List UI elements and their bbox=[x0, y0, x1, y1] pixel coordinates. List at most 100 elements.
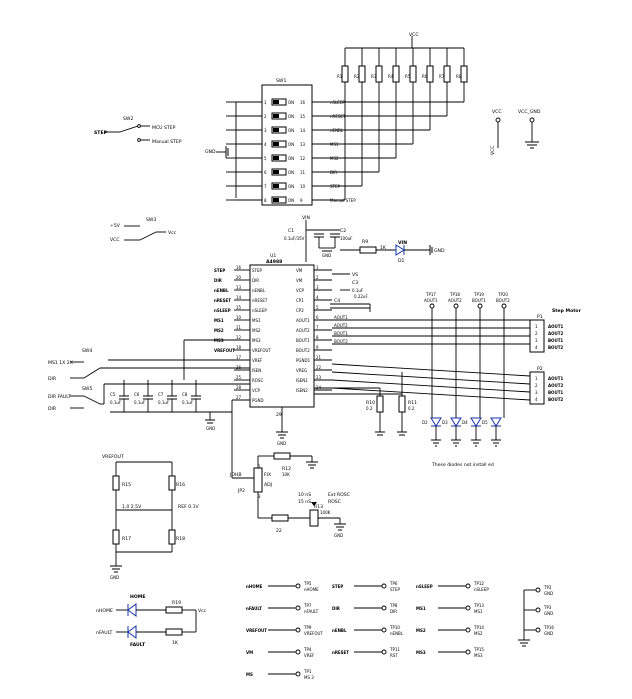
u1-bottom-pin: 29 bbox=[276, 412, 282, 418]
sw1-right-num: 14 bbox=[300, 128, 306, 133]
r11-ref: R11 bbox=[408, 400, 417, 406]
sw1-toggle-knob bbox=[273, 170, 279, 174]
nfault-net: nFAULT bbox=[96, 630, 113, 636]
wire bbox=[331, 363, 531, 377]
sw1-on-label: ON bbox=[288, 100, 294, 105]
u1-left-net: nSLEEP bbox=[214, 308, 231, 313]
flyback-diode bbox=[450, 417, 462, 427]
testpoint[interactable] bbox=[381, 649, 387, 655]
u1-left-pin-num: 27 bbox=[236, 395, 242, 400]
p2-ref: P2 bbox=[537, 366, 543, 372]
u1-right-pin-name: AOUT2 bbox=[296, 328, 310, 333]
testpoint[interactable] bbox=[465, 627, 471, 633]
u1-left-pin-num: 12 bbox=[236, 335, 242, 340]
vcc-gnd-testpoint[interactable] bbox=[529, 117, 535, 123]
pullup-ref: R6 bbox=[422, 74, 428, 79]
rosc-jumper: JOHB JP2 FIX ADJ 1 3 R12 10K 10 nS 15 nS… bbox=[229, 399, 350, 538]
testpoint[interactable] bbox=[535, 587, 541, 593]
vcc-vert-label: VCC bbox=[490, 145, 496, 155]
r10-val: 0.2 bbox=[366, 406, 373, 411]
diode-ref: D3 bbox=[442, 420, 448, 425]
sw1-right-num: 16 bbox=[300, 100, 306, 105]
divider-label-a: 1.0 2.5V bbox=[122, 504, 142, 510]
u1-left-pin-num: 10 bbox=[236, 315, 242, 320]
u1-right-pin-name: CP1 bbox=[296, 298, 304, 303]
header-pin-num: 4 bbox=[535, 397, 538, 402]
vcc-label-top: VCC bbox=[409, 32, 419, 38]
testpoint[interactable] bbox=[465, 583, 471, 589]
testpoint[interactable] bbox=[381, 605, 387, 611]
tp-ref: TP11 bbox=[389, 647, 400, 652]
sw1-left-num: 1 bbox=[264, 100, 267, 105]
rosc-gnd: GND bbox=[334, 533, 343, 538]
u1-left-pin-num: 28 bbox=[236, 385, 242, 390]
testpoint[interactable] bbox=[429, 303, 435, 309]
u1-left-pin-name: VCP bbox=[252, 388, 261, 393]
u1-left-pin-name: VREFOUT bbox=[252, 348, 271, 353]
u1-right-pin-num: 22 bbox=[316, 365, 322, 370]
sw1-left-num: 3 bbox=[264, 128, 267, 133]
d1-ref: D1 bbox=[398, 258, 405, 264]
vrefout-label: VREFOUT bbox=[102, 454, 124, 460]
tp-net: MS3 bbox=[416, 650, 426, 655]
cap-ref: C6 bbox=[134, 392, 140, 397]
tp-ref: TP3 bbox=[543, 605, 552, 610]
tp-label: nHOME bbox=[304, 587, 319, 592]
sw1-on-label: ON bbox=[288, 198, 294, 203]
caps-gnd: GND bbox=[322, 253, 331, 258]
vcc-testpoint[interactable] bbox=[495, 117, 501, 123]
testpoint[interactable] bbox=[535, 607, 541, 613]
pullup-resistor bbox=[443, 65, 451, 83]
sw4-ref: SW4 bbox=[82, 348, 92, 354]
tp-net: MS2 bbox=[416, 628, 426, 633]
testpoint[interactable] bbox=[535, 627, 541, 633]
testpoint[interactable] bbox=[381, 583, 387, 589]
status-leds: HOME nHOME R19 Vcc nFAULT FAULT 1K bbox=[96, 594, 207, 648]
u1-right-pin-num: 8 bbox=[316, 335, 319, 340]
tp-ref: TP2 bbox=[543, 585, 552, 590]
sw1-right-num: 11 bbox=[300, 170, 306, 175]
tp-top-ref: TP18 bbox=[449, 292, 460, 297]
vin-led-gnd: GND bbox=[434, 248, 445, 254]
vcc-gnd-label: VCC_GND bbox=[518, 109, 541, 115]
r12-ref: R12 bbox=[282, 466, 291, 472]
pullup-ref: R1 bbox=[337, 74, 343, 79]
testpoint[interactable] bbox=[477, 303, 483, 309]
testpoint[interactable] bbox=[453, 303, 459, 309]
nhome-net: nHOME bbox=[96, 608, 113, 614]
u1-right-pin-name: VCP bbox=[296, 288, 305, 293]
sw1-left-num: 8 bbox=[264, 198, 267, 203]
sw1-signal-label: STEP bbox=[330, 184, 341, 189]
u1-left-net: MS3 bbox=[214, 338, 224, 343]
r15-ref: R15 bbox=[122, 482, 131, 488]
u1-right-pin-name: AOUT1 bbox=[296, 318, 310, 323]
testpoint[interactable] bbox=[465, 649, 471, 655]
testpoint[interactable] bbox=[501, 303, 507, 309]
testpoint[interactable] bbox=[295, 605, 301, 611]
testpoint[interactable] bbox=[295, 671, 301, 677]
u1-right-pin-name: BOUT1 bbox=[296, 338, 310, 343]
home-led-label: HOME bbox=[130, 594, 145, 600]
vcc-select-switch: SW3 +5V VCC Vcc bbox=[110, 217, 177, 243]
testpoint[interactable] bbox=[295, 627, 301, 633]
u1-left-pin-name: ROSC bbox=[252, 378, 263, 383]
sw1-toggle-knob bbox=[273, 184, 279, 188]
r9-ref: R9 bbox=[362, 239, 368, 245]
testpoint[interactable] bbox=[295, 649, 301, 655]
u1-right-pin-num: 5 bbox=[316, 305, 319, 310]
tp-top-net: AOUT1 bbox=[424, 298, 438, 303]
u1-right-pin-num: 2 bbox=[316, 275, 319, 280]
u1-right-pin-num: 3 bbox=[316, 285, 319, 290]
testpoint[interactable] bbox=[295, 583, 301, 589]
sw4-label-b: DIR bbox=[48, 376, 57, 382]
u1-right-pin-name: VM bbox=[296, 278, 303, 283]
u1-ref: U1 bbox=[270, 253, 276, 259]
testpoint[interactable] bbox=[465, 605, 471, 611]
testpoint[interactable] bbox=[381, 627, 387, 633]
tp-label: MS 3 bbox=[304, 675, 314, 680]
diode-ref: D4 bbox=[462, 420, 468, 425]
u1-right-pin-num: 4 bbox=[316, 295, 319, 300]
